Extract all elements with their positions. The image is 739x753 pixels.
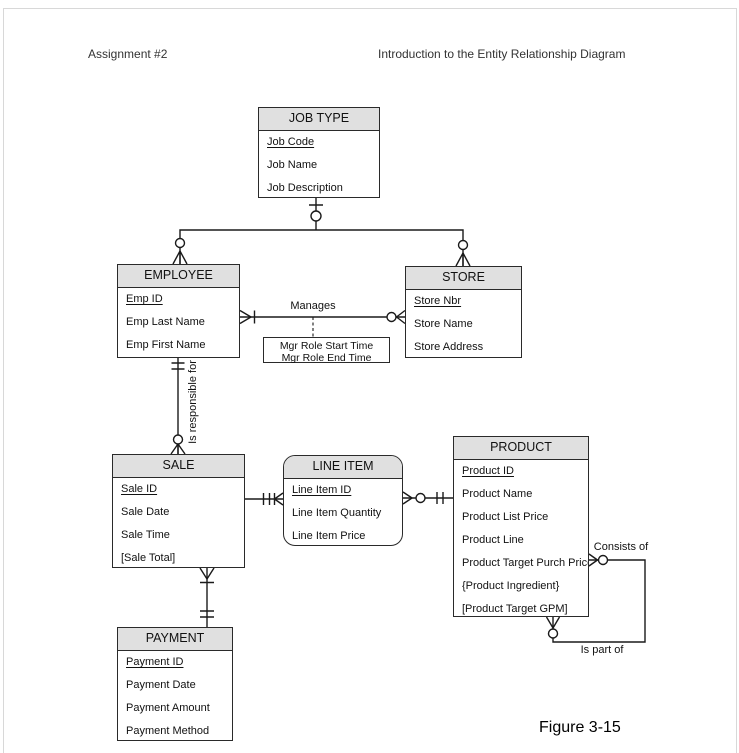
mgr-role-start-time: Mgr Role Start Time [279,340,374,352]
attribute-product-list-price: Product List Price [462,511,549,523]
entity-job-type-title: JOB TYPE [259,108,379,131]
header-right: Introduction to the Entity Relationship … [378,47,626,61]
attribute-emp-last-name: Emp Last Name [126,316,205,328]
attribute-line-item-id: Line Item ID [292,484,352,496]
entity-store-title: STORE [406,267,521,290]
attribute-line-item-price: Line Item Price [292,530,366,542]
attribute-sale-time: Sale Time [121,529,170,541]
entity-store: STORE Store Nbr Store Name Store Address [405,266,522,358]
attribute-payment-amount: Payment Amount [126,702,210,714]
attribute-payment-date: Payment Date [126,679,196,691]
connector-is-responsible-for [170,358,186,455]
attribute-job-code: Job Code [267,136,315,148]
connector-jobtype-branch [172,198,471,267]
attribute-emp-first-name: Emp First Name [126,339,206,351]
attribute-payment-method: Payment Method [126,725,210,737]
label-is-part-of: Is part of [580,644,624,656]
entity-payment: PAYMENT Payment ID Payment Date Payment … [117,627,233,741]
entity-line-item-title: LINE ITEM [284,456,402,479]
attribute-product-name: Product Name [462,488,533,500]
attribute-line-item-quantity: Line Item Quantity [292,507,382,519]
label-consists-of: Consists of [593,541,649,553]
label-is-responsible-for: Is responsible for [187,360,199,444]
attribute-store-nbr: Store Nbr [414,295,462,307]
attribute-product-id: Product ID [462,465,514,477]
header-left: Assignment #2 [88,47,168,61]
attribute-store-address: Store Address [414,341,484,353]
attribute-product-ingredient: {Product Ingredient} [462,580,560,592]
entity-payment-title: PAYMENT [118,628,232,651]
attribute-product-line: Product Line [462,534,524,546]
entity-product: PRODUCT Product ID Product Name Product … [453,436,589,617]
manages-attribute-box: Mgr Role Start Time Mgr Role End Time [263,337,390,364]
entity-product-title: PRODUCT [454,437,588,460]
attribute-payment-id: Payment ID [126,656,184,668]
attribute-job-name: Job Name [267,159,318,171]
attribute-store-name: Store Name [414,318,473,330]
mgr-role-end-time: Mgr Role End Time [281,352,372,364]
attribute-sale-id: Sale ID [121,483,158,495]
entity-line-item: LINE ITEM Line Item ID Line Item Quantit… [283,455,403,546]
attribute-sale-date: Sale Date [121,506,170,518]
entity-sale-title: SALE [113,455,244,478]
figure-caption: Figure 3-15 [539,719,621,736]
connector-sale-payment [199,567,215,627]
entity-employee-title: EMPLOYEE [118,265,239,288]
attribute-sale-total: [Sale Total] [121,552,176,564]
connector-lineitem-product [402,491,453,505]
label-manages: Manages [290,300,336,312]
attribute-product-target-gpm: [Product Target GPM] [462,603,568,615]
entity-job-type: JOB TYPE Job Code Job Name Job Descripti… [258,107,380,198]
attribute-emp-id: Emp ID [126,293,163,305]
attribute-product-target-purch-price: Product Target Purch Price [462,557,588,569]
connector-sale-lineitem [245,492,284,506]
connector-manages [239,309,406,337]
attribute-job-description: Job Description [267,182,343,194]
entity-employee: EMPLOYEE Emp ID Emp Last Name Emp First … [117,264,240,358]
entity-sale: SALE Sale ID Sale Date Sale Time [Sale T… [112,454,245,568]
